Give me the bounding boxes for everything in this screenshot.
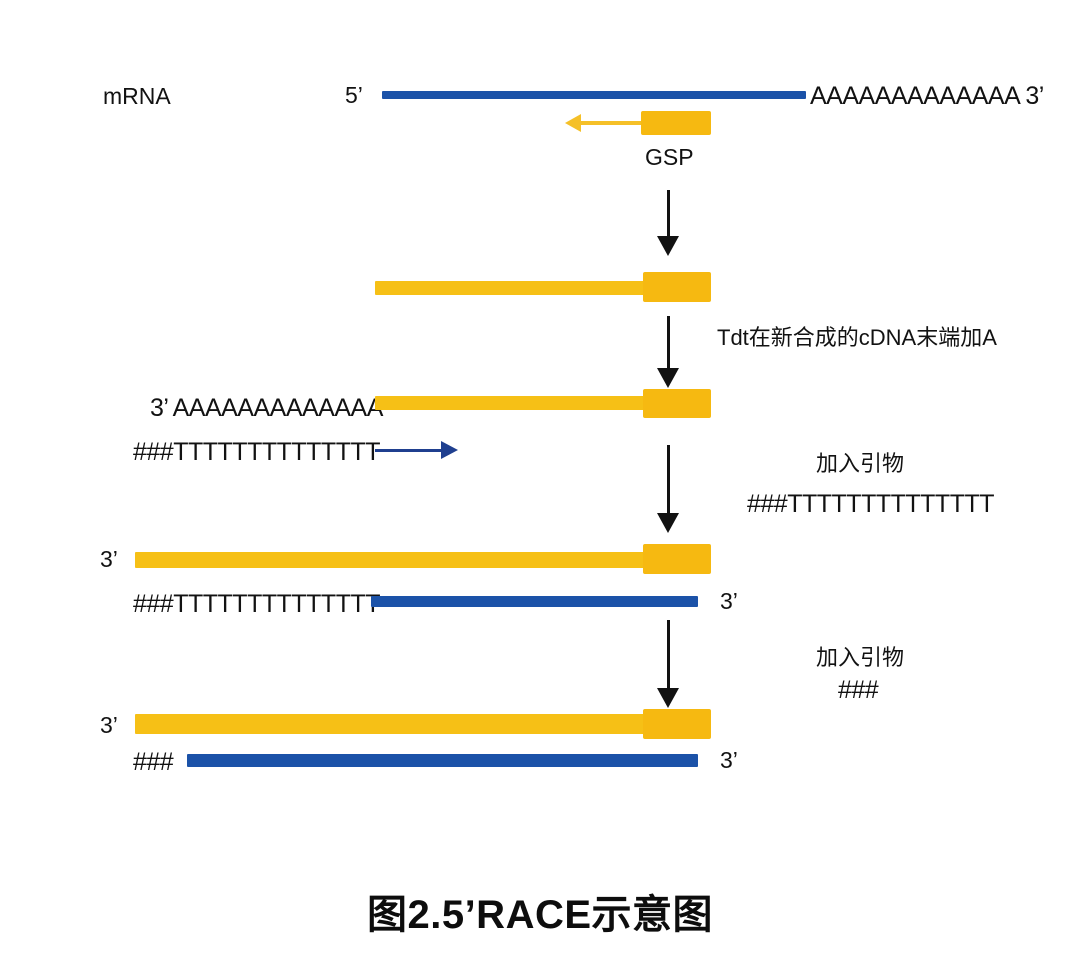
gsp-block-step3 <box>643 389 711 418</box>
gsp-direction-arrow <box>565 114 643 132</box>
primer-direction-arrow <box>375 441 458 459</box>
second-strand-step4 <box>371 596 698 607</box>
cdna-strand-step3 <box>375 396 647 410</box>
cdna-strand-step2 <box>375 281 647 295</box>
gsp-block-step4 <box>643 544 711 574</box>
step5-bottom-three-prime: 3’ <box>720 747 738 773</box>
cdna-poly-a-label: 3’ AAAAAAAAAAAAA <box>150 394 383 422</box>
step4-top-three-prime: 3’ <box>100 546 118 572</box>
gsp-primer-block <box>641 111 711 135</box>
primer-sequence-step5: ### <box>133 748 174 776</box>
cdna-strand-step4 <box>135 552 647 568</box>
step5-top-three-prime: 3’ <box>100 712 118 738</box>
process-arrow-2 <box>650 316 686 388</box>
mrna-five-prime-label: 5’ <box>345 82 363 108</box>
add-primer-annotation-1-line1: 加入引物 <box>816 451 905 476</box>
primer-sequence-step4: ###TTTTTTTTTTTTTT <box>133 590 381 618</box>
figure-title: 图2.5’RACE示意图 <box>366 893 714 937</box>
process-arrow-3 <box>650 445 686 533</box>
tdt-annotation: Tdt在新合成的cDNA末端加A <box>717 325 997 350</box>
mrna-poly-a-tail: AAAAAAAAAAAAA 3’ <box>810 82 1044 110</box>
gsp-label: GSP <box>645 144 694 170</box>
add-primer-annotation-1-line2: ###TTTTTTTTTTTTTT <box>747 490 995 518</box>
cdna-strand-step5 <box>135 714 647 734</box>
process-arrow-1 <box>650 190 686 256</box>
primer-sequence-step3: ###TTTTTTTTTTTTTT <box>133 438 381 466</box>
mrna-row-label: mRNA <box>103 83 171 109</box>
add-primer-annotation-2-line2: ### <box>838 676 879 704</box>
mrna-strand-bar <box>382 91 806 99</box>
gsp-block-step2 <box>643 272 711 302</box>
add-primer-annotation-2-line1: 加入引物 <box>816 645 905 670</box>
second-strand-step5 <box>187 754 698 767</box>
gsp-block-step5 <box>643 709 711 739</box>
process-arrow-4 <box>650 620 686 708</box>
step4-bottom-three-prime: 3’ <box>720 588 738 614</box>
